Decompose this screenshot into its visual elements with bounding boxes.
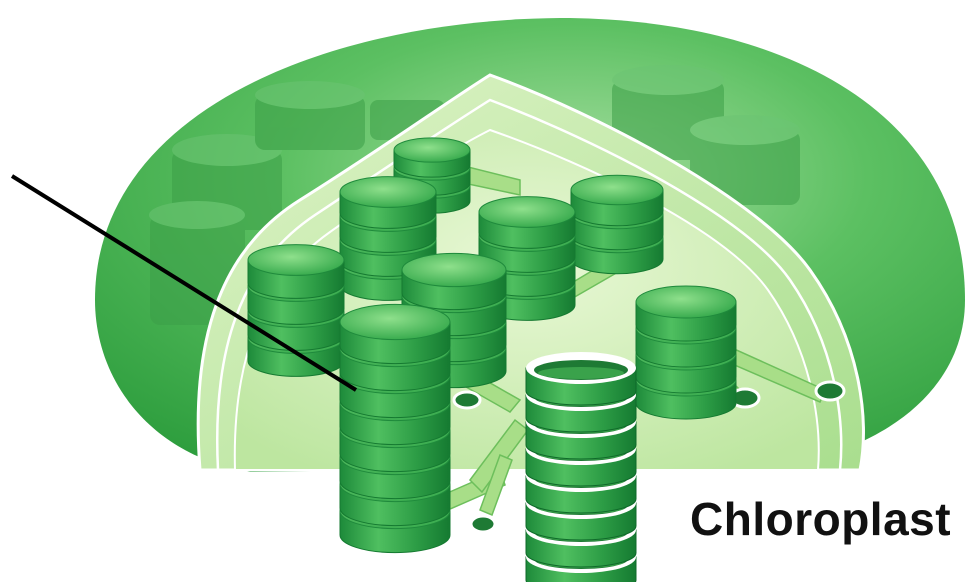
thylakoid-disc-icon <box>248 245 344 299</box>
thylakoid-disc-icon <box>340 177 436 229</box>
thylakoid-disc-icon <box>479 197 575 249</box>
thylakoid-disc-icon <box>571 175 663 225</box>
thylakoid-disc-icon <box>526 352 636 405</box>
thylakoid-disc-icon <box>394 138 470 177</box>
granum-stack-front-left <box>340 304 450 552</box>
granum-stack-left <box>248 245 344 377</box>
diagram-caption: Chloroplast <box>690 492 951 546</box>
granum-stack-top-right <box>571 175 663 273</box>
thylakoid-disc-icon <box>636 286 736 341</box>
granum-stack-right <box>636 286 736 419</box>
opening-left-mid <box>454 392 480 408</box>
opening-bottom-mid <box>471 516 495 532</box>
ghost-granum-center-top <box>255 81 365 150</box>
opening-right-b <box>816 382 844 400</box>
thylakoid-disc-icon <box>340 304 450 363</box>
granum-cross-section <box>526 352 636 582</box>
thylakoid-disc-icon <box>402 253 506 309</box>
